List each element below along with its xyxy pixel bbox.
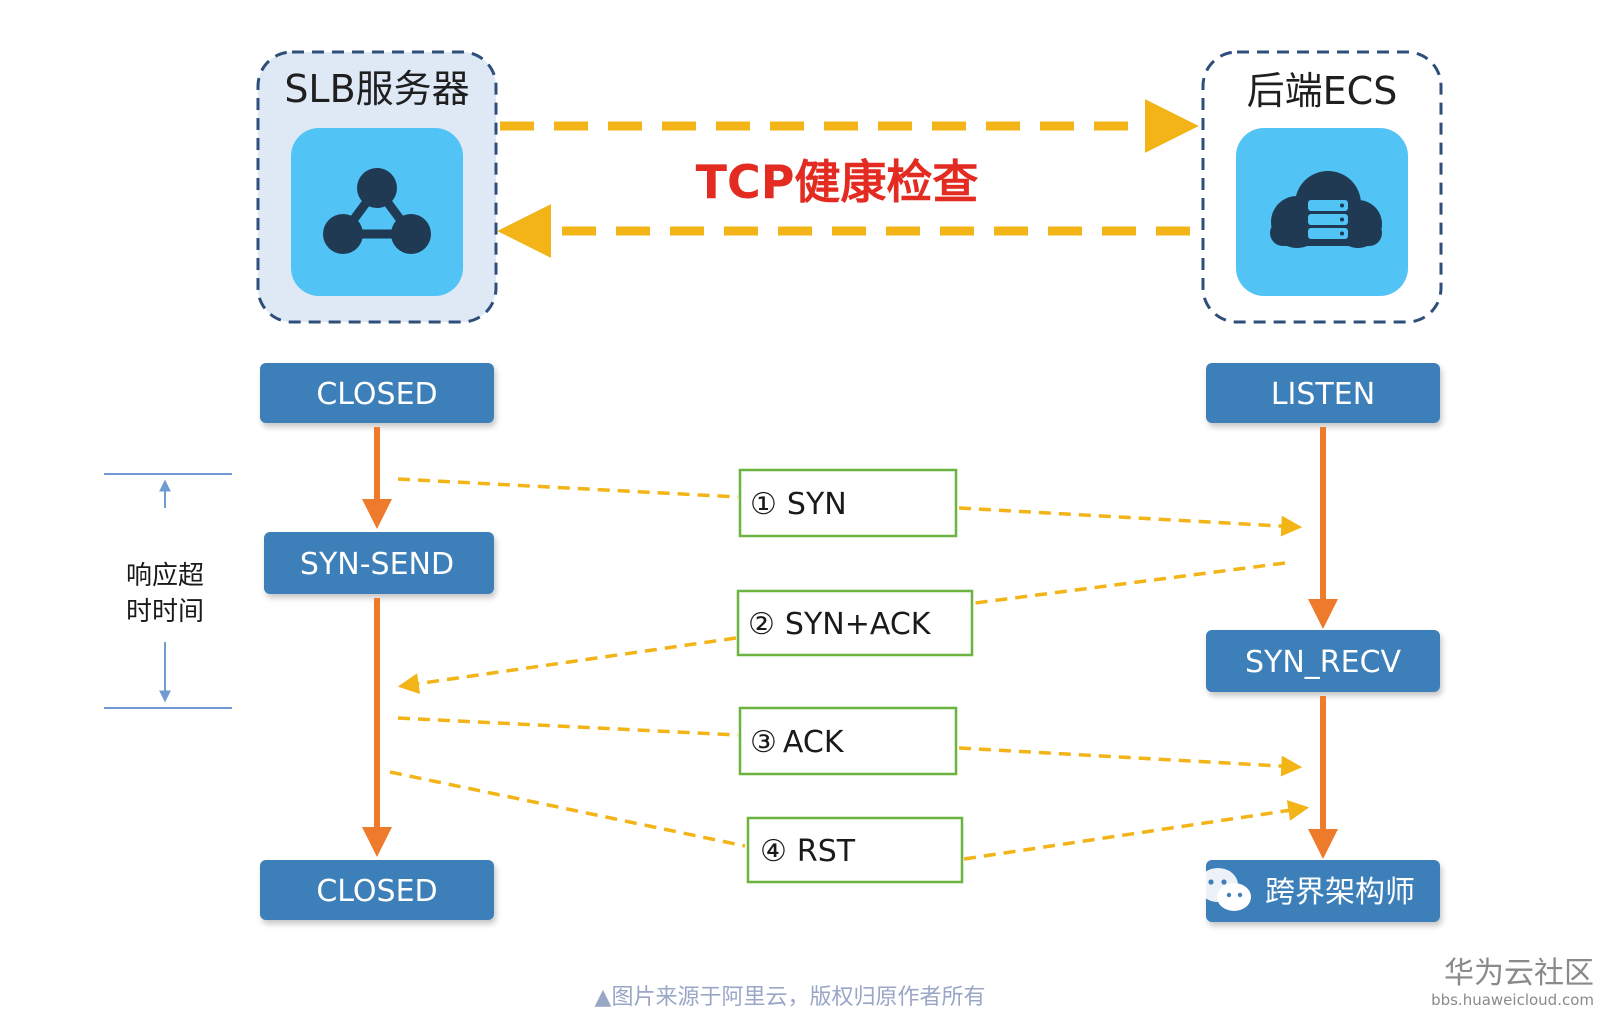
watermark-brand: 华为云社区 [1444,956,1594,991]
timeout-label-line-1: 响应超 [126,561,204,591]
state-label-syn-recv: SYN_RECV [1245,645,1402,680]
message-syn: ① SYN [397,468,1303,538]
message-label-rst: RST [797,834,856,869]
wechat-badge-label: 跨界架构师 [1265,875,1415,910]
ecs-server-title: 后端ECS [1247,69,1398,113]
message-number-1: ① [750,487,777,522]
network-nodes-icon [323,168,431,254]
state-label-slb-closed-end: CLOSED [316,874,437,909]
watermark-url: bbs.huaweicloud.com [1431,991,1594,1009]
state-label-slb-closed-start: CLOSED [316,377,437,412]
state-label-syn-send: SYN-SEND [300,547,454,582]
slb-server-title: SLB服务器 [284,67,469,111]
state-box-listen: LISTEN [1206,363,1440,423]
wechat-icon [1198,868,1251,911]
response-timeout-bracket: 响应超 时时间 [104,473,232,709]
slb-icon-tile [291,128,463,296]
state-box-slb-closed-end: CLOSED [260,860,494,920]
message-label-ack: ACK [783,725,845,760]
timeout-label-line-2: 时时间 [126,597,204,627]
message-rst: ④ RST [389,770,1310,884]
slb-server-card: SLB服务器 [256,50,498,324]
message-number-4: ④ [760,834,787,869]
cloud-server-icon [1270,171,1382,248]
ecs-server-card: 后端ECS [1201,50,1443,324]
message-label-syn: SYN [787,487,847,522]
state-box-syn-recv: SYN_RECV [1206,630,1440,692]
state-box-slb-closed-start: CLOSED [260,363,494,423]
message-label-syn-ack: SYN+ACK [785,607,932,642]
image-caption: ▲图片来源于阿里云，版权归原作者所有 [595,985,986,1010]
message-number-2: ② [748,607,775,642]
state-box-syn-send: SYN-SEND [264,532,494,594]
state-label-listen: LISTEN [1271,377,1375,412]
wechat-badge: 跨界架构师 [1198,860,1440,922]
health-check-label: TCP健康检查 [696,155,979,209]
message-number-3: ③ [750,725,777,760]
message-syn-ack: ② SYN+ACK [397,561,1286,695]
